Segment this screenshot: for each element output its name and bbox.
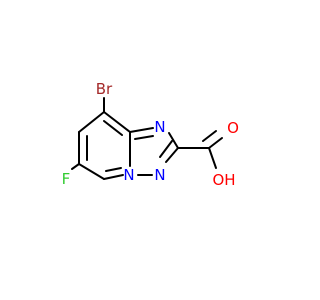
bond-c8a-c8: [103, 111, 131, 133]
hydroxyl-group-label: OH: [212, 171, 235, 189]
fluorine-atom-label: F: [62, 170, 71, 188]
molecule-structure: Br F N N N O OH: [62, 80, 239, 189]
nitrogen-atom-label-top: N: [154, 118, 165, 136]
bond-c6-f: [71, 163, 80, 170]
bond-c8a-c8-double: [103, 120, 123, 136]
nitrogen-atom-label-bridge: N: [123, 166, 134, 184]
bond-c8a-n-top-double: [134, 135, 154, 140]
bond-carboxyl-o: [208, 137, 223, 149]
bond-c2-n-bottom: [165, 147, 179, 163]
bond-n-top-c2: [168, 132, 179, 149]
nitrogen-atom-label-bottom: N: [154, 166, 165, 184]
bromine-atom-label: Br: [96, 80, 113, 98]
bond-c6-c5: [78, 163, 105, 180]
bond-c5-n-bridge-double: [105, 167, 122, 172]
oxygen-carbonyl-label: O: [227, 119, 239, 137]
bond-c8-c7: [78, 111, 105, 133]
bond-c5-n-bridge: [103, 174, 124, 180]
bond-carboxyl-o-double: [202, 130, 217, 142]
bond-carboxyl-oh: [208, 147, 217, 169]
molecule-canvas: Br F N N N O OH: [61, 80, 239, 189]
bond-c8a-n-top: [129, 127, 154, 133]
bond-c2-n-bottom-double: [159, 140, 173, 158]
